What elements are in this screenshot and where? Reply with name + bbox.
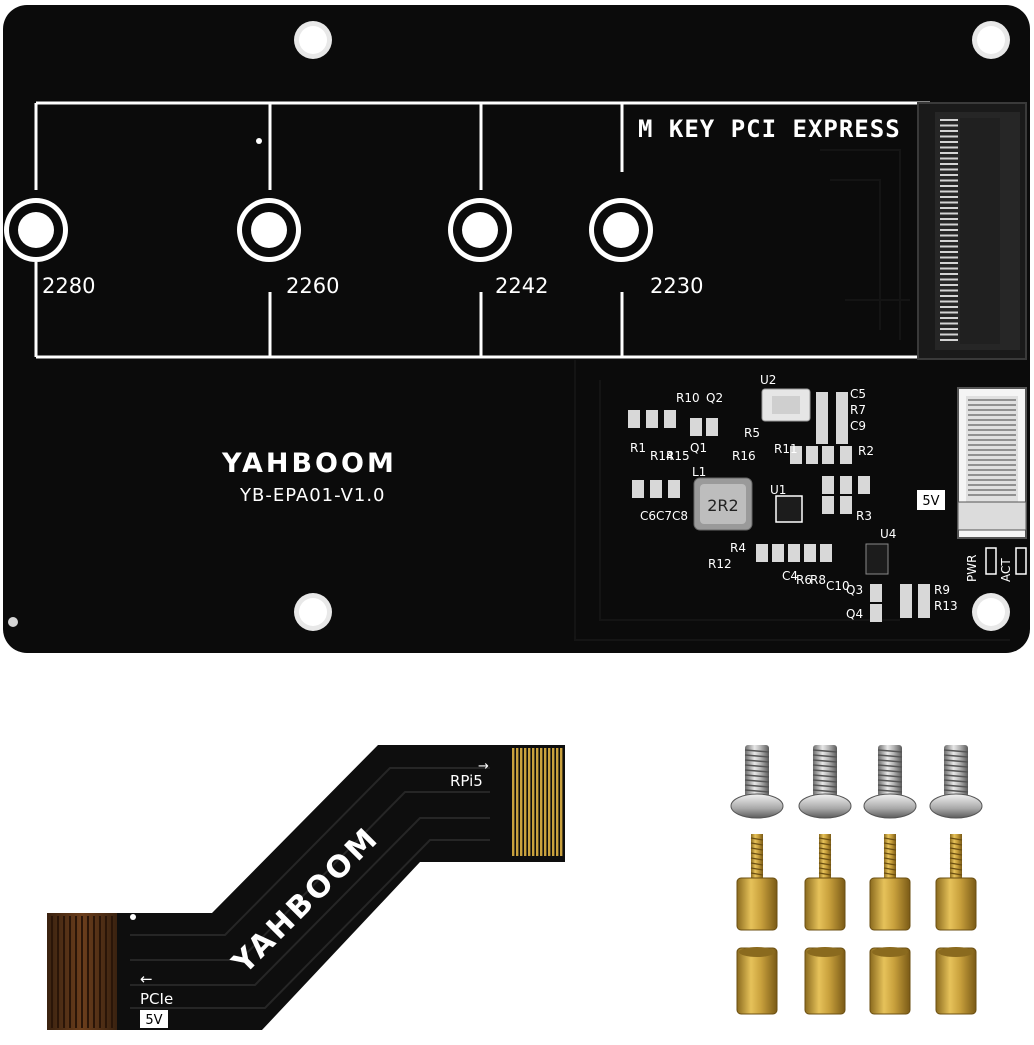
component-label-r5: R5 <box>744 426 760 440</box>
component-label-q1: Q1 <box>690 441 707 455</box>
brand-logo: YAHBOOM <box>221 448 397 479</box>
long-standoff <box>804 834 846 931</box>
component-label-r3: R3 <box>856 509 872 523</box>
component-label-r11: R11 <box>774 442 798 456</box>
component-label-r2: R2 <box>858 444 874 458</box>
screw <box>929 745 983 819</box>
mounting-holes <box>294 21 1010 631</box>
component-label-r15: R15 <box>666 449 690 463</box>
slot-header: M KEY PCI EXPRESS <box>638 115 901 143</box>
cable-label-pcie: PCIe <box>140 990 173 1008</box>
short-standoff <box>804 947 846 1015</box>
component-label-c5: C5 <box>850 387 866 401</box>
screw <box>730 745 784 819</box>
short-standoff <box>736 947 778 1015</box>
component-label-c10: C10 <box>826 579 850 593</box>
cable-arrow-right: → <box>478 759 489 774</box>
short-standoff <box>869 947 911 1015</box>
led-label-pwr: PWR <box>965 555 979 582</box>
component-label-u1: U1 <box>770 483 786 497</box>
component-label-r12: R12 <box>708 557 732 571</box>
component-label-r13: R13 <box>934 599 958 613</box>
standoff-holes <box>4 198 653 262</box>
m2-adapter-board: 2280 2260 2242 2230 M KEY PCI EXPRESS YA… <box>3 5 1030 653</box>
component-label-l1: L1 <box>692 465 706 479</box>
component-label-c8: C8 <box>672 509 688 523</box>
pcie-flex-cable: → RPi5 ← PCIe 5V YAHBOOM <box>47 745 565 1030</box>
size-label-2260: 2260 <box>286 274 339 298</box>
short-standoff <box>935 947 977 1015</box>
mounting-hardware <box>730 745 983 1015</box>
component-label-u2: U2 <box>760 373 776 387</box>
component-label-r6: R6 <box>796 573 812 587</box>
cable-arrow-left: ← <box>140 970 153 988</box>
model-number: YB-EPA01-V1.0 <box>239 485 386 506</box>
screw <box>798 745 852 819</box>
inductor-marking: 2R2 <box>707 496 738 515</box>
component-label-r14: R14 <box>650 449 674 463</box>
size-label-2230: 2230 <box>650 274 703 298</box>
component-label-r4: R4 <box>730 541 746 555</box>
component-label-r16: R16 <box>732 449 756 463</box>
size-label-2242: 2242 <box>495 274 548 298</box>
component-label-r1: R1 <box>630 441 646 455</box>
component-label-c7: C7 <box>656 509 672 523</box>
size-label-2280: 2280 <box>42 274 95 298</box>
component-label-u4: U4 <box>880 527 896 541</box>
m2-connector <box>917 102 1027 360</box>
component-label-q3: Q3 <box>846 583 863 597</box>
cable-label-rpi5: RPi5 <box>450 772 483 790</box>
long-standoff <box>869 834 911 931</box>
component-label-q4: Q4 <box>846 607 863 621</box>
long-standoff <box>935 834 977 931</box>
m2-outline <box>34 101 930 359</box>
component-label-r8: R8 <box>810 573 826 587</box>
led-label-act: ACT <box>999 558 1013 582</box>
component-label-r7: R7 <box>850 403 866 417</box>
component-label-r10: R10 <box>676 391 700 405</box>
component-label-c9: C9 <box>850 419 866 433</box>
component-label-q2: Q2 <box>706 391 723 405</box>
screw <box>863 745 917 819</box>
component-label-c6: C6 <box>640 509 656 523</box>
long-standoff <box>736 834 778 931</box>
component-label-r9: R9 <box>934 583 950 597</box>
component-label-c4: C4 <box>782 569 798 583</box>
power-label: 5V <box>922 494 939 509</box>
cable-power-label: 5V <box>145 1013 162 1028</box>
